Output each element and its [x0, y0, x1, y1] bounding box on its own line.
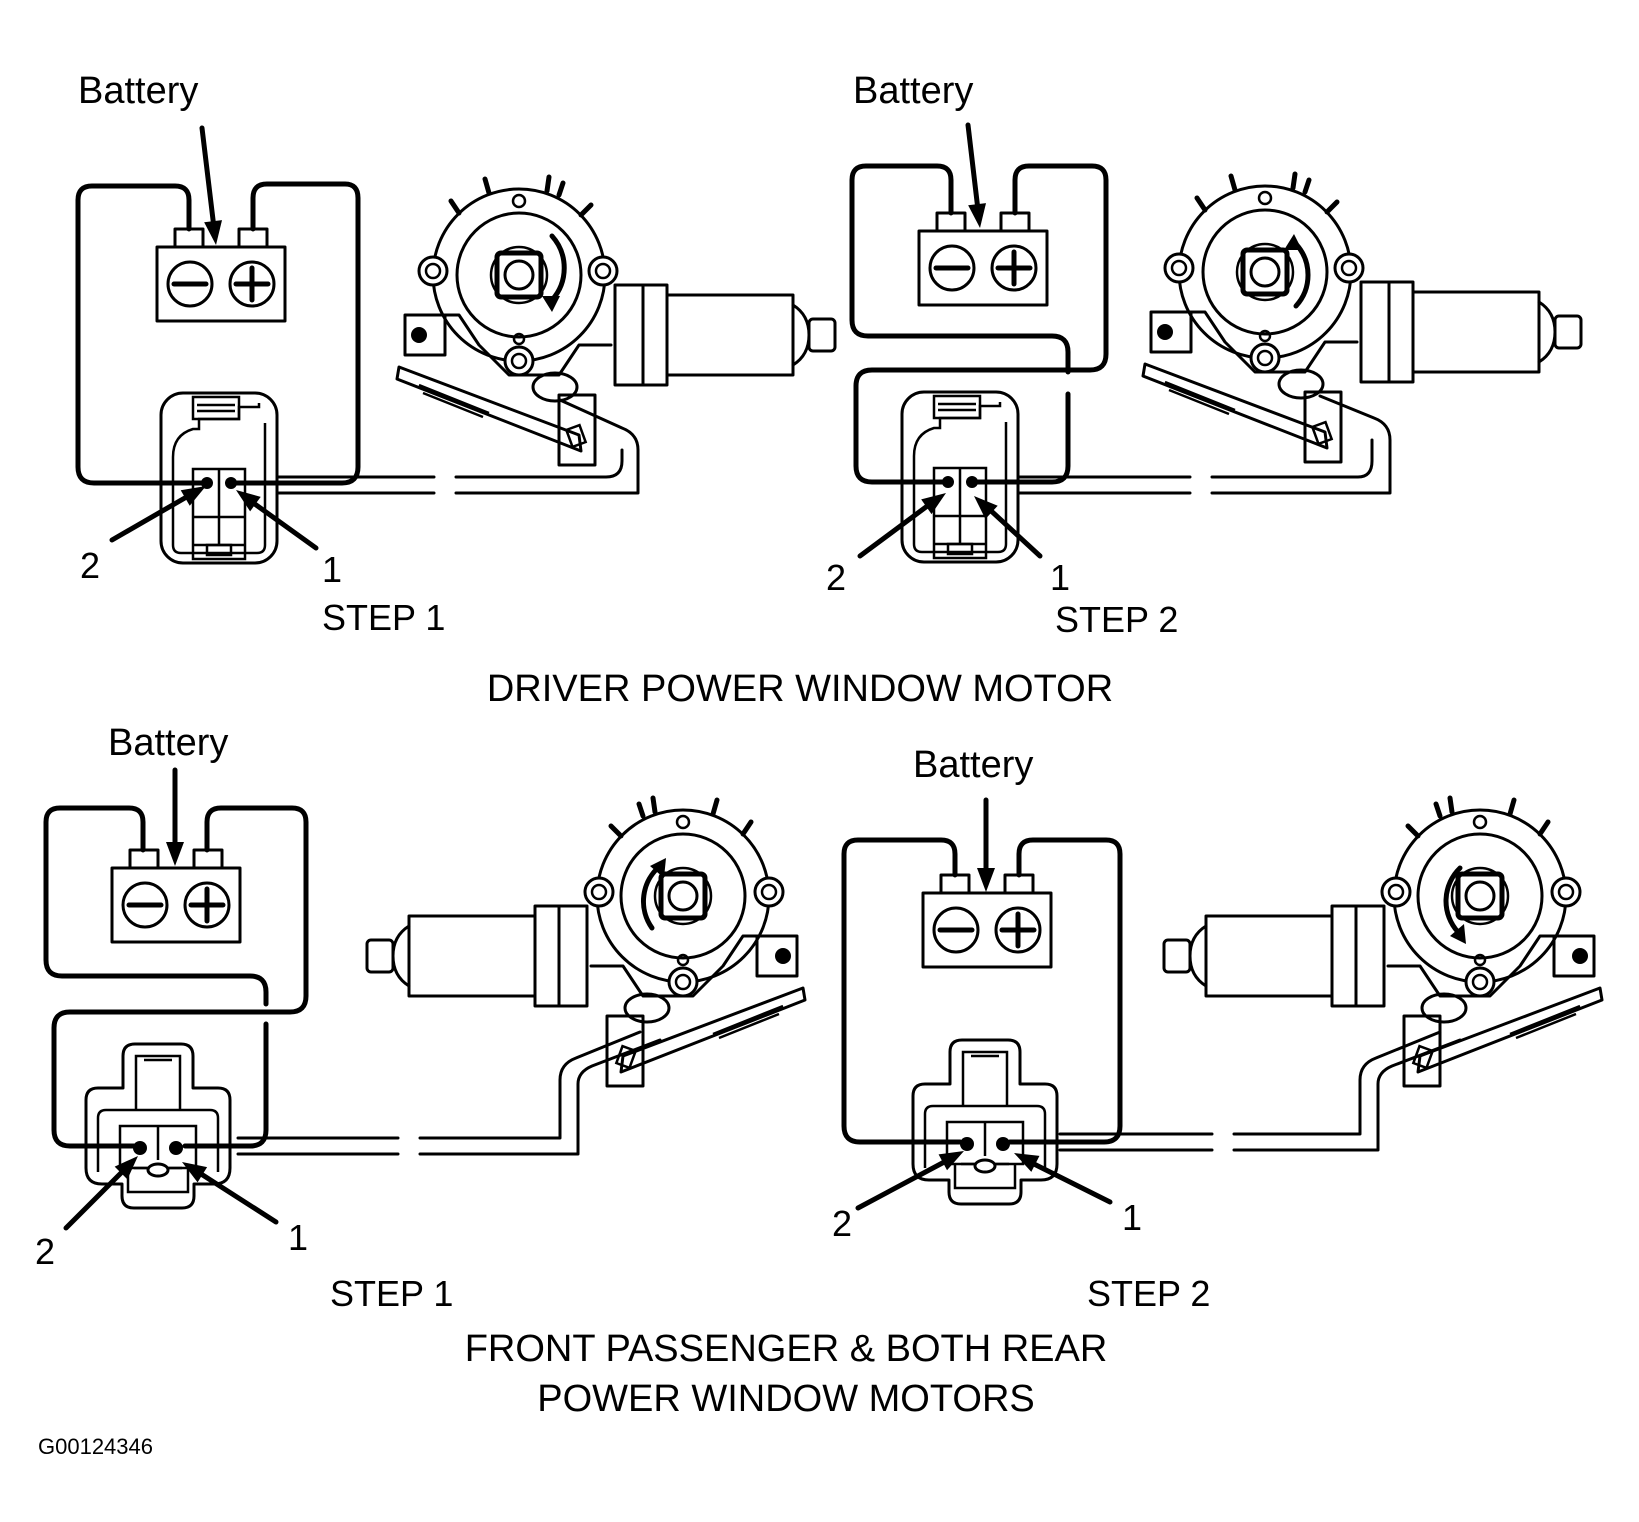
- wire-negative: [849, 163, 1071, 375]
- pin1-pointer-arrow: [230, 482, 319, 551]
- harness-wire: [236, 1030, 662, 1156]
- panel-driver-step2: [849, 122, 1581, 564]
- step-label: STEP 2: [1055, 599, 1179, 640]
- harness-wire: [1016, 394, 1392, 495]
- pin2-pointer-arrow: [109, 478, 211, 543]
- harness-wire: [1058, 1030, 1462, 1152]
- window-motor-icon: [1164, 798, 1602, 1086]
- rotation-arrow-icon: [641, 863, 663, 931]
- pin-2-label: 2: [832, 1203, 853, 1244]
- section-title-passenger-line1: FRONT PASSENGER & BOTH REAR: [464, 1328, 1108, 1370]
- step-label: STEP 1: [330, 1273, 454, 1314]
- pin-2-label: 2: [826, 557, 847, 598]
- window-motor-icon: [367, 798, 805, 1086]
- battery-label: Battery: [78, 70, 199, 112]
- battery-pointer-arrow: [965, 122, 989, 230]
- rotation-arrow-icon: [1443, 865, 1463, 935]
- connector-icon: [159, 391, 279, 565]
- battery-icon: [919, 213, 1047, 305]
- wire-positive: [1007, 837, 1123, 1145]
- pin1-pointer-arrow: [1009, 1144, 1113, 1205]
- battery-pointer-arrow: [166, 767, 184, 866]
- rotation-arrow-icon: [549, 233, 567, 303]
- step-label: STEP 2: [1087, 1273, 1211, 1314]
- pin-1-label: 1: [1050, 557, 1071, 598]
- battery-icon: [112, 850, 240, 942]
- pin-2-label: 2: [35, 1231, 56, 1272]
- pin-1-label: 1: [288, 1217, 309, 1258]
- battery-label: Battery: [108, 722, 229, 764]
- step-label: STEP 1: [322, 597, 446, 638]
- panel-passenger-step2: [841, 797, 1602, 1211]
- pin1-pointer-arrow: [967, 489, 1043, 559]
- panel-driver-step1: [75, 125, 835, 565]
- pin2-pointer-arrow: [855, 1143, 969, 1211]
- pin2-pointer-arrow: [857, 485, 952, 559]
- connector-icon: [911, 1038, 1059, 1206]
- window-motor-icon: [1143, 174, 1581, 462]
- panel-passenger-step1: [43, 767, 805, 1231]
- battery-pointer-arrow: [977, 797, 995, 892]
- pin2-pointer-arrow: [63, 1149, 145, 1231]
- window-motor-icon: [397, 177, 835, 465]
- wire-negative: [75, 183, 210, 486]
- pin-2-label: 2: [80, 545, 101, 586]
- pin1-pointer-arrow: [177, 1154, 279, 1225]
- wire-positive: [51, 805, 309, 1149]
- pin-1-label: 1: [322, 549, 343, 590]
- battery-pointer-arrow: [199, 125, 225, 247]
- harness-wire: [275, 398, 640, 495]
- figure-id: G00124346: [38, 1434, 153, 1459]
- battery-label: Battery: [853, 70, 974, 112]
- connector-icon: [900, 390, 1020, 564]
- section-title-passenger-line2: POWER WINDOW MOTORS: [537, 1378, 1035, 1420]
- wire-positive: [853, 163, 1109, 485]
- battery-icon: [157, 229, 285, 321]
- wire-negative: [43, 805, 269, 1007]
- section-title-driver: DRIVER POWER WINDOW MOTOR: [486, 668, 1114, 710]
- wire-positive: [228, 181, 361, 486]
- battery-label: Battery: [913, 744, 1034, 786]
- rotation-arrow-icon: [1293, 241, 1311, 309]
- wire-negative: [841, 837, 963, 1145]
- pin-1-label: 1: [1122, 1197, 1143, 1238]
